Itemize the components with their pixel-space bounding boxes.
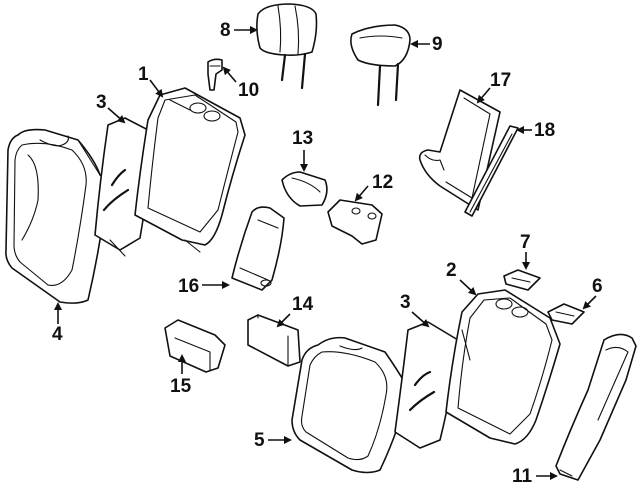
part-9-headrest-right [350, 24, 411, 107]
callout-5: 5 [254, 430, 292, 451]
part-14-block [247, 314, 301, 367]
callout-10: 10 [222, 66, 259, 101]
callout-13: 13 [292, 128, 313, 172]
part-8-headrest-left [256, 3, 318, 90]
callout-2: 2 [446, 260, 477, 296]
callout-1: 1 [138, 64, 164, 98]
part-2-seatback-frame-right [445, 289, 561, 445]
part-13-trim-cover [281, 171, 328, 207]
svg-text:6: 6 [592, 276, 603, 297]
svg-text:16: 16 [178, 276, 199, 297]
svg-text:3: 3 [400, 292, 411, 313]
part-12-bracket [327, 199, 383, 245]
svg-text:9: 9 [432, 34, 443, 55]
svg-text:18: 18 [534, 120, 555, 141]
part-16-trim-panel [231, 206, 285, 291]
callout-3-left: 3 [96, 92, 126, 124]
svg-text:14: 14 [292, 294, 314, 315]
svg-text:12: 12 [372, 172, 393, 193]
svg-text:17: 17 [490, 70, 511, 91]
callout-12: 12 [354, 172, 393, 202]
svg-text:7: 7 [520, 232, 531, 253]
part-5-seatback-cover-right [291, 336, 411, 474]
callout-6: 6 [582, 276, 603, 310]
svg-text:4: 4 [52, 324, 63, 345]
part-18-strip [464, 125, 519, 217]
callout-15: 15 [170, 354, 192, 397]
callout-9: 9 [410, 34, 443, 55]
callout-18: 18 [516, 120, 555, 141]
svg-text:13: 13 [292, 128, 313, 149]
callout-14: 14 [276, 294, 314, 328]
svg-text:2: 2 [446, 260, 457, 281]
callout-7: 7 [520, 232, 531, 270]
part-1-seatback-frame-left [134, 87, 246, 253]
part-4-seatback-cover-left [5, 128, 109, 304]
part-17-panel [418, 89, 501, 211]
callout-17: 17 [476, 70, 511, 104]
svg-text:5: 5 [254, 430, 265, 451]
part-6-handle-bezel [547, 303, 585, 325]
part-10-headrest-guide [207, 58, 223, 91]
callout-3-right: 3 [400, 292, 430, 328]
svg-text:3: 3 [96, 92, 107, 113]
svg-text:15: 15 [170, 376, 192, 397]
svg-text:1: 1 [138, 64, 149, 85]
part-11-side-trim [555, 333, 637, 481]
part-15-tray [164, 319, 226, 373]
svg-text:11: 11 [512, 466, 533, 487]
callout-16: 16 [178, 276, 230, 297]
callout-11: 11 [512, 466, 558, 487]
callout-8: 8 [220, 20, 258, 41]
svg-text:10: 10 [238, 80, 259, 101]
part-7-bezel [503, 269, 541, 291]
svg-text:8: 8 [220, 20, 231, 41]
callout-4: 4 [52, 302, 63, 345]
part-3-seatback-pad-right [394, 321, 459, 449]
